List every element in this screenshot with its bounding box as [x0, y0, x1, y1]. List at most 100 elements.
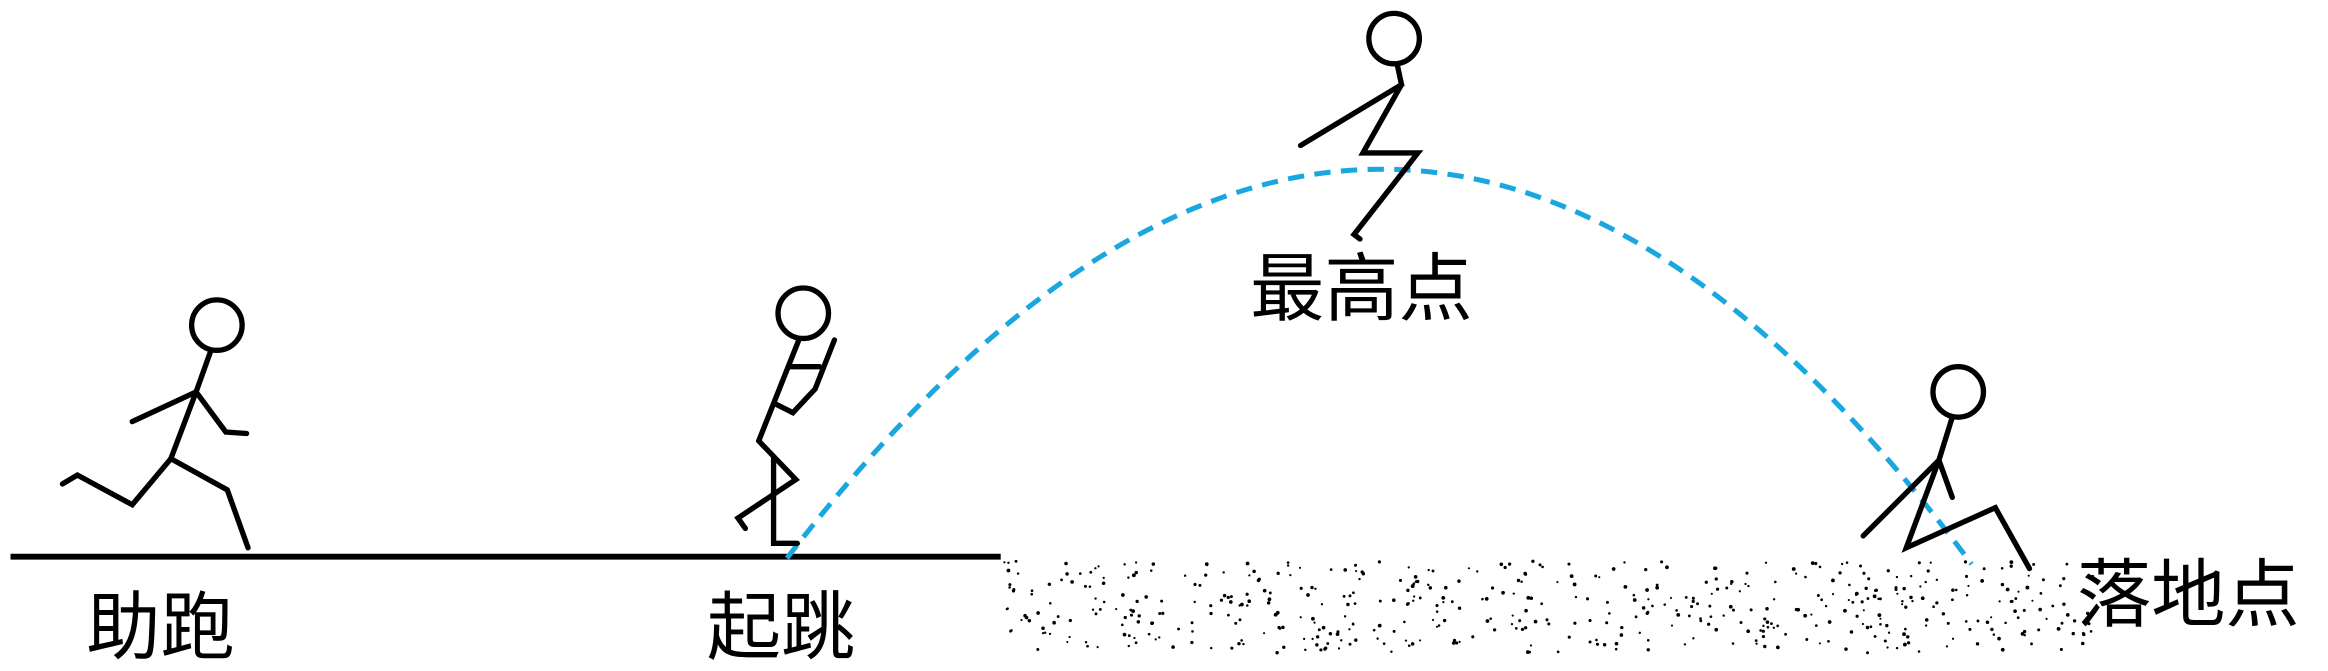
sand-dot	[1160, 599, 1164, 603]
sand-dot	[1193, 600, 1196, 604]
sand-dot	[1134, 641, 1138, 645]
sand-dot	[1676, 612, 1681, 617]
sand-dot	[1894, 586, 1898, 590]
sand-dot	[1848, 583, 1851, 587]
sand-dot	[1204, 562, 1209, 566]
sand-dot	[1123, 563, 1126, 566]
sand-dot	[1007, 561, 1010, 564]
sand-dot	[1523, 626, 1528, 630]
sand-dot	[1855, 614, 1859, 618]
sand-dot	[1745, 571, 1749, 575]
sand-dot	[1906, 641, 1911, 645]
sand-dot	[1574, 595, 1578, 599]
sand-dot	[1314, 587, 1317, 590]
sand-dot	[1744, 582, 1747, 586]
sand-dot	[1955, 588, 1958, 592]
sand-dot	[1276, 571, 1280, 575]
sand-dot	[1041, 631, 1045, 635]
sand-dot	[1831, 593, 1835, 596]
sand-dot	[1171, 645, 1175, 649]
sand-dot	[1390, 650, 1393, 653]
sand-dot	[2025, 585, 2030, 590]
sand-dot	[1068, 635, 1071, 639]
sand-dot	[1845, 561, 1849, 564]
sand-dot	[1412, 595, 1416, 598]
sand-dot	[1458, 640, 1461, 644]
sand-dot	[1598, 576, 1601, 579]
sand-dot	[1877, 597, 1880, 601]
sand-dot	[2009, 560, 2014, 565]
sand-dot	[1804, 575, 1807, 579]
trajectory-arc	[784, 166, 1974, 566]
sand-dot	[1895, 646, 1899, 650]
sand-dot	[1455, 641, 1459, 645]
sand-dot	[1321, 625, 1326, 630]
sand-dot	[1311, 637, 1314, 641]
sand-dot	[1865, 625, 1870, 630]
sand-dot	[1372, 628, 1376, 632]
sand-dot	[2062, 602, 2066, 606]
sand-dot	[1867, 577, 1871, 581]
sand-dot	[1514, 627, 1518, 630]
sand-dot	[2071, 631, 2076, 636]
stick-figure-running	[59, 297, 251, 551]
sand-dot	[1353, 563, 1358, 567]
sand-dot	[1651, 604, 1654, 608]
sand-dot	[1902, 632, 1906, 637]
sand-dot	[1772, 626, 1776, 630]
sand-dot	[1533, 619, 1538, 624]
sand-dot	[1520, 580, 1523, 584]
sand-dot	[1906, 635, 1910, 639]
sand-dot	[1764, 561, 1768, 564]
sand-dot	[1990, 627, 1994, 632]
sand-dot	[1036, 647, 1040, 651]
sand-dot	[1964, 574, 1969, 579]
sand-dot	[1088, 585, 1092, 588]
sand-dot	[1816, 593, 1820, 597]
sand-dot	[1772, 598, 1776, 601]
sand-dot	[1776, 624, 1780, 628]
sand-dot	[2022, 608, 2026, 612]
sand-dot	[1024, 615, 1029, 620]
sand-dot	[1226, 595, 1230, 600]
sand-dot	[1660, 560, 1664, 564]
sand-dot	[1866, 651, 1869, 655]
sand-dot	[1240, 602, 1244, 607]
sand-dot	[1840, 562, 1844, 566]
sand-dot	[1540, 602, 1544, 606]
sand-dot	[1901, 599, 1904, 603]
sand-dot	[1094, 567, 1097, 570]
sand-dot	[1663, 603, 1666, 606]
sand-dot	[1452, 638, 1457, 643]
sand-dot	[1041, 626, 1045, 631]
sand-dot	[1392, 598, 1396, 602]
sand-dot	[1746, 629, 1750, 634]
sand-dot	[1414, 580, 1418, 584]
sand-dot	[1262, 632, 1266, 635]
sand-dot	[1524, 608, 1528, 613]
sand-dot	[1123, 615, 1127, 620]
sand-dot	[1585, 597, 1590, 601]
sand-dot	[2087, 622, 2091, 626]
sand-dot	[1998, 600, 2001, 603]
sand-dot	[2030, 642, 2033, 646]
sand-dot	[1646, 648, 1650, 652]
sand-dot	[1354, 638, 1358, 642]
sand-dot	[1230, 646, 1234, 650]
sand-dot	[1545, 618, 1549, 622]
sand-dot	[1709, 615, 1713, 619]
sand-dot	[1932, 605, 1935, 609]
sand-dot	[1814, 624, 1818, 627]
sand-dot	[1879, 622, 1882, 626]
sand-dot	[1634, 615, 1638, 619]
sand-dot	[2020, 632, 2025, 636]
sand-dot	[1647, 598, 1650, 601]
sand-dot	[2027, 574, 2030, 577]
sand-dot	[1012, 588, 1016, 591]
sand-dot	[1193, 582, 1197, 587]
sand-dot	[1376, 637, 1379, 640]
sand-dot	[1692, 637, 1695, 640]
sand-dot	[1068, 618, 1072, 623]
sand-dot	[1158, 636, 1161, 639]
sand-dot	[1078, 572, 1082, 575]
